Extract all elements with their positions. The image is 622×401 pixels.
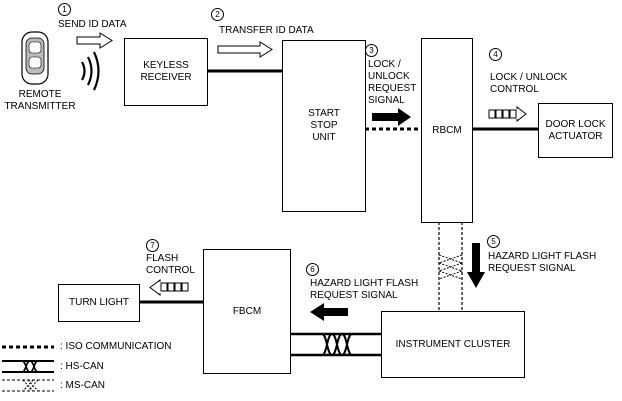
- step-7-number: 7: [146, 239, 159, 252]
- fbcm-box: FBCM: [203, 249, 291, 374]
- legend-iso-label: : ISO COMMUNICATION: [60, 341, 172, 352]
- step-2-label: TRANSFER ID DATA: [219, 25, 314, 36]
- step-7-label: FLASH CONTROL: [146, 253, 195, 276]
- legend-hs-can-label: : HS-CAN: [60, 361, 104, 372]
- door-lock-actuator-box: DOOR LOCK ACTUATOR: [538, 103, 613, 158]
- flash-control-arrow: [149, 279, 189, 296]
- hazard-request-left-arrow: [310, 303, 348, 321]
- instrument-cluster-box: INSTRUMENT CLUSTER: [381, 311, 525, 378]
- keyless-receiver-box: KEYLESS RECEIVER: [124, 38, 208, 106]
- step-5-label: HAZARD LIGHT FLASH REQUEST SIGNAL: [488, 251, 597, 274]
- step-6-number: 6: [306, 263, 319, 276]
- hs-can-horizontal: [290, 332, 382, 357]
- remote-transmitter-label: REMOTE TRANSMITTER: [4, 89, 76, 112]
- lock-control-arrow: [488, 105, 527, 123]
- hazard-request-down-arrow: [467, 243, 485, 288]
- lock-request-arrow: [372, 108, 411, 126]
- step-3-number: 3: [365, 44, 378, 57]
- start-stop-unit-box: START STOP UNIT: [282, 40, 366, 212]
- legend-ms-can-label: : MS-CAN: [60, 380, 105, 391]
- step-1-label: SEND ID DATA: [58, 19, 127, 30]
- step-4-label: LOCK / UNLOCK CONTROL: [490, 72, 568, 95]
- step-2-number: 2: [211, 8, 224, 21]
- remote-transmitter-icon: [21, 31, 49, 85]
- send-id-arrow: [76, 32, 113, 49]
- radio-wave-icon: [81, 51, 100, 91]
- step-4-number: 4: [489, 48, 502, 61]
- step-3-label: LOCK / UNLOCK REQUEST SIGNAL: [368, 59, 417, 106]
- turn-light-box: TURN LIGHT: [58, 284, 140, 322]
- transfer-id-arrow: [217, 41, 273, 58]
- legend-samples: [2, 345, 54, 392]
- ms-can-vertical: [438, 222, 463, 312]
- step-1-number: 1: [58, 3, 71, 16]
- step-6-label: HAZARD LIGHT FLASH REQUEST SIGNAL: [310, 278, 419, 301]
- rbcm-box: RBCM: [421, 38, 473, 223]
- step-5-number: 5: [487, 235, 500, 248]
